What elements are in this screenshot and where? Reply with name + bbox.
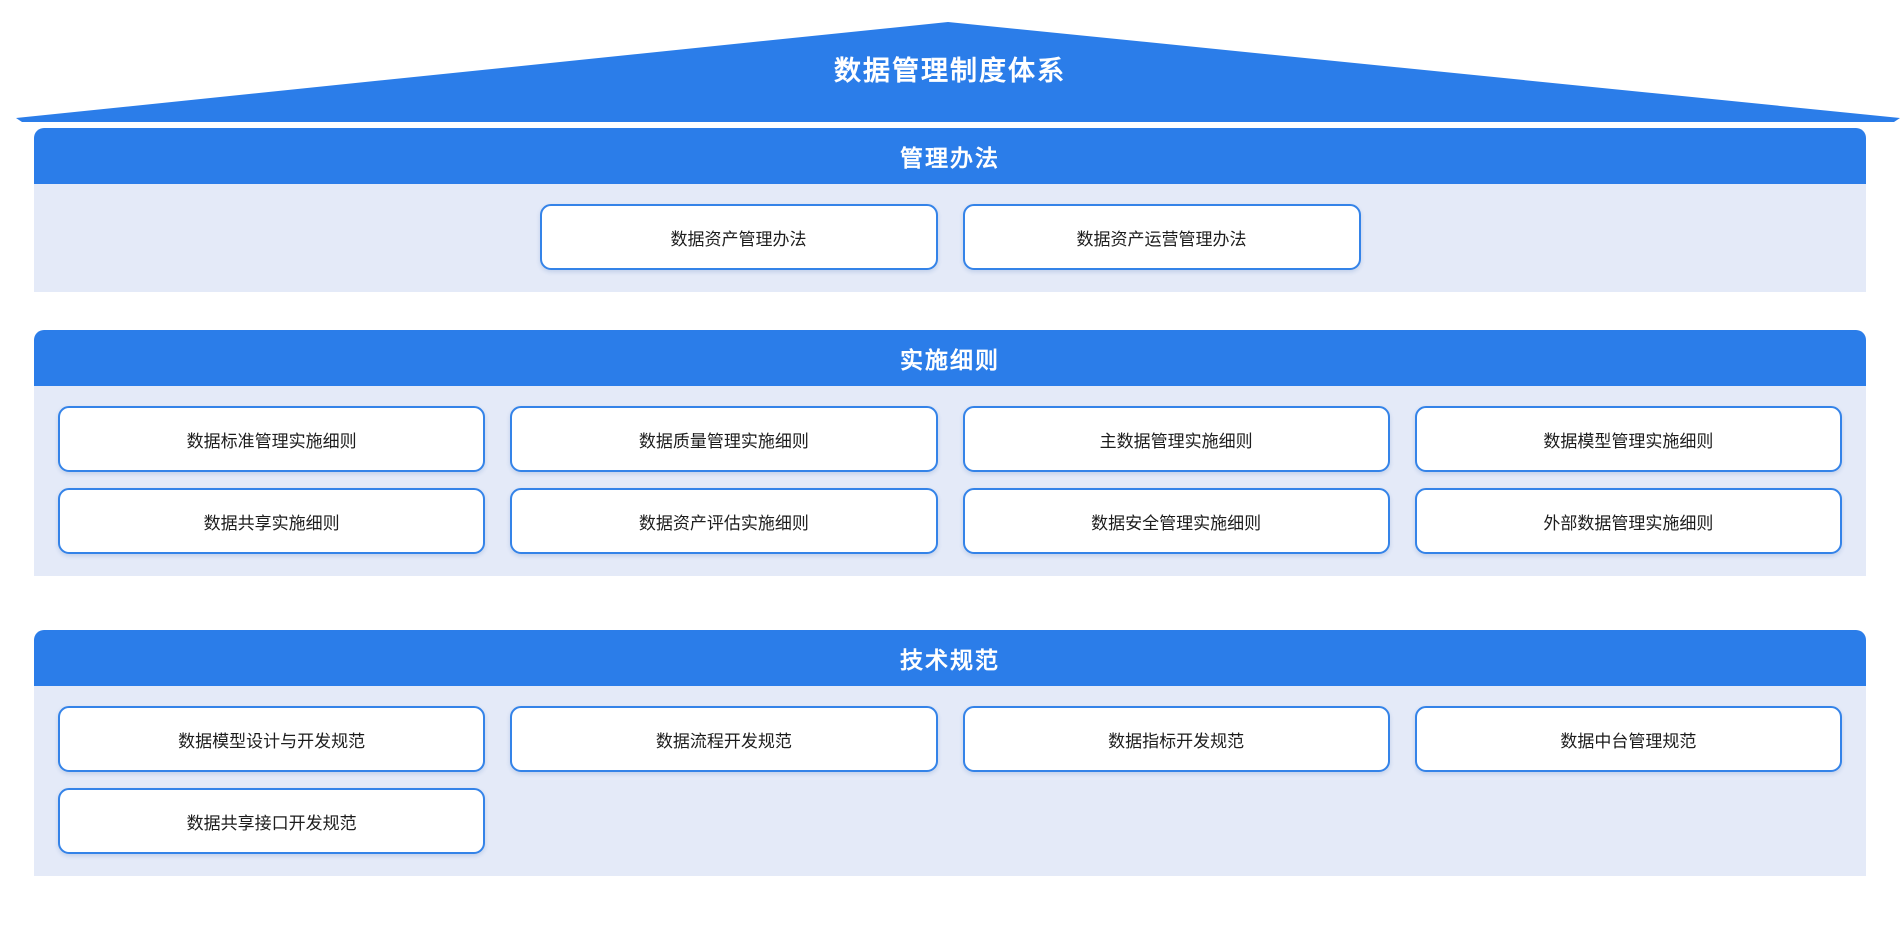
pyramid-roof: 数据管理制度体系 [0, 0, 1900, 122]
card-grid: 数据标准管理实施细则 数据质量管理实施细则 主数据管理实施细则 数据模型管理实施… [58, 406, 1842, 554]
roof-triangle-icon [16, 22, 1900, 122]
card-grid: 数据模型设计与开发规范 数据流程开发规范 数据指标开发规范 数据中台管理规范 数… [58, 706, 1842, 854]
card-item[interactable]: 数据共享实施细则 [58, 488, 486, 554]
section-implementation-rules: 实施细则 数据标准管理实施细则 数据质量管理实施细则 主数据管理实施细则 数据模… [34, 330, 1866, 576]
section-header-technical-specifications: 技术规范 [34, 630, 1866, 686]
section-technical-specifications: 技术规范 数据模型设计与开发规范 数据流程开发规范 数据指标开发规范 数据中台管… [34, 630, 1866, 876]
card-item[interactable]: 数据共享接口开发规范 [58, 788, 486, 854]
diagram-title: 数据管理制度体系 [834, 56, 1066, 86]
card-item[interactable]: 数据中台管理规范 [1414, 706, 1842, 772]
card-item[interactable]: 外部数据管理实施细则 [1414, 488, 1842, 554]
card-row: 数据资产管理办法 数据资产运营管理办法 [58, 204, 1842, 270]
section-management-measures: 管理办法 数据资产管理办法 数据资产运营管理办法 [34, 128, 1866, 292]
card-item[interactable]: 主数据管理实施细则 [962, 406, 1390, 472]
section-body-implementation-rules: 数据标准管理实施细则 数据质量管理实施细则 主数据管理实施细则 数据模型管理实施… [34, 386, 1866, 576]
card-item[interactable]: 数据指标开发规范 [962, 706, 1390, 772]
card-item[interactable]: 数据模型设计与开发规范 [58, 706, 486, 772]
section-body-management-measures: 数据资产管理办法 数据资产运营管理办法 [34, 184, 1866, 292]
section-header-implementation-rules: 实施细则 [34, 330, 1866, 386]
card-item[interactable]: 数据资产运营管理办法 [962, 204, 1361, 270]
card-item[interactable]: 数据模型管理实施细则 [1414, 406, 1842, 472]
card-item[interactable]: 数据资产管理办法 [539, 204, 938, 270]
card-item[interactable]: 数据安全管理实施细则 [962, 488, 1390, 554]
card-item[interactable]: 数据资产评估实施细则 [510, 488, 938, 554]
card-item[interactable]: 数据质量管理实施细则 [510, 406, 938, 472]
card-item[interactable]: 数据标准管理实施细则 [58, 406, 486, 472]
card-item[interactable]: 数据流程开发规范 [510, 706, 938, 772]
section-body-technical-specifications: 数据模型设计与开发规范 数据流程开发规范 数据指标开发规范 数据中台管理规范 数… [34, 686, 1866, 876]
section-header-management-measures: 管理办法 [34, 128, 1866, 184]
